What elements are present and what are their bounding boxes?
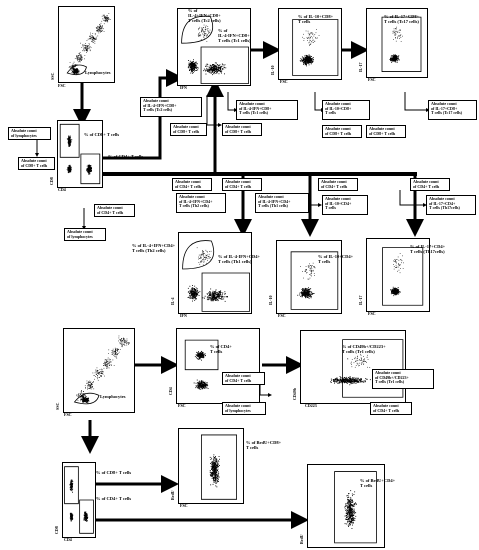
scatter	[290, 251, 339, 310]
axis-il17-b: IL-17	[358, 295, 363, 305]
axis-ifn: IFN	[180, 85, 187, 90]
axis-il4-b: IL-4	[170, 297, 175, 305]
axis-cd8-2: CD8	[54, 526, 59, 534]
box-abs-lymph-1: Absolute count of lymphocytes	[8, 127, 51, 140]
axis-cd49b: CD49b	[292, 387, 297, 400]
axis-cd4-y: CD4	[168, 387, 173, 395]
box-abs-cd8-tc17: Absolute count of IL-17+CD8+ T cells (Tc…	[428, 100, 477, 120]
label-pct-brdu-cd8: % of BrdU+CD8+ T cells	[246, 440, 282, 451]
box-abs-cd4-tr1: Absolute count of CD4+ T cells	[370, 402, 412, 415]
box-abs-cd8-il10: Absolute count of IL-10+CD8+ T cells	[322, 100, 370, 120]
box-abs-cd4-a: Absolute count of CD4+ T cells	[172, 178, 212, 191]
box-abs-cd8-tc2: Absolute count of IL-4+IFN+CD8+ T cells …	[140, 97, 202, 117]
box-abs-cd8-d: Absolute count of CD8+ T cells	[366, 125, 406, 138]
label-cd4-il4ifn: % of IL-4+IFN+CD4+ T cells (Th2 cells)	[132, 243, 176, 254]
axis-fsc-4: FSC	[368, 77, 376, 82]
label-cd4-il4neg: % of IL-4-IFN+CD4+ T cells (Th1 cells)	[218, 254, 261, 265]
label-lymphocytes-2: Lymphocytes	[100, 394, 126, 399]
label-cd4-il10: % of IL-10+CD4+ T cells	[318, 254, 354, 265]
axis-fsc-cd4: FSC	[178, 403, 186, 408]
axis-cd4-2: CD4	[64, 537, 72, 542]
axis-cd4: CD4	[58, 187, 66, 192]
axis-fsc-2: FSC	[64, 412, 72, 417]
axis-il17: IL-17	[358, 62, 363, 72]
label-pct-cd4-tcells: % of CD4+ T cells	[210, 344, 232, 355]
axis-ssc: SSC	[50, 72, 55, 80]
plot-cd4-il4-ifn	[178, 232, 252, 314]
scatter	[64, 466, 94, 534]
box-abs-cd8-c: Absolute count of CD8+ T cells	[322, 125, 362, 138]
label-cd8-il4ifn: % of IL-4+IFN+CD8+ T cells (Tc2 cells)	[188, 8, 221, 24]
box-abs-cd8-a: Absolute count of CD8+ T cells	[170, 123, 207, 136]
box-abs-cd8-1: Absolute count of CD8+ T cells	[18, 157, 55, 170]
axis-cd223: CD223	[305, 403, 317, 408]
scatter	[66, 13, 111, 76]
box-abs-cd4-c: Absolute count of CD4+ T cells	[318, 178, 358, 191]
axis-brdu: BrdU	[170, 490, 175, 500]
box-abs-cd4-main: Absolute count of CD4+ T cells	[94, 204, 135, 217]
box-abs-lymph-2: Absolute count of lymphocytes	[222, 402, 266, 415]
axis-fsc-3: FSC	[280, 79, 288, 84]
plot-cd8-il17	[366, 8, 428, 78]
axis-il4: IL-4	[169, 72, 174, 80]
box-abs-cd4-th17: Absolute count of IL-17+CD4+ T cells (Th…	[426, 195, 476, 215]
scatter	[184, 339, 219, 390]
arrow-to-cd8-panel	[102, 69, 184, 160]
plot-lymphocyte-gate	[58, 6, 115, 83]
axis-brdu-2: BrdU	[299, 534, 304, 544]
scatter	[182, 240, 250, 312]
plot-brdu-cd4	[307, 464, 385, 548]
plot-cd4-il10	[276, 240, 342, 314]
label-pct-brdu-cd4: % of BrdU+CD4+ T cells	[360, 478, 396, 489]
axis-cd8: CD8	[49, 177, 54, 185]
scatter	[181, 15, 249, 84]
plot-cd8-cd4	[57, 120, 103, 188]
axis-fsc-brdu: FSC	[180, 503, 188, 508]
axis-ssc-2: SSC	[55, 402, 60, 410]
axis-ifn-b: IFN	[180, 313, 187, 318]
axis-fsc-b3: FSC	[278, 313, 286, 318]
plot-lymphocyte-gate-2	[63, 328, 135, 413]
axis-il10-b: IL-10	[268, 295, 273, 305]
plot-cd8-cd4-2	[62, 462, 96, 538]
plot-cd8-il4-ifn	[177, 8, 251, 86]
scatter	[73, 335, 130, 405]
plot-brdu-cd8	[178, 428, 244, 504]
label-pct-cd8-b: % of CD8+ T cells	[96, 470, 132, 475]
box-abs-cd4-d: Absolute count of CD4+ T cells	[410, 178, 450, 191]
label-pct-cd49b: % of CD49b+/CD223+ T cells (Tr1 cells)	[342, 344, 386, 355]
scatter	[382, 247, 424, 306]
box-abs-cd8-tc1: Absolute count of IL-4-IFN+CD8+ T cells …	[236, 100, 298, 120]
box-abs-lymph-main: Absolute count of lymphocytes	[64, 228, 106, 241]
label-cd4-il17: % of IL-17+CD4+ T cells (Th17cells)	[410, 244, 446, 255]
scatter	[201, 434, 237, 500]
axis-il10: IL-10	[270, 65, 275, 75]
label-cd8-il17: % of IL-17+CD8+ T cells (Tc17 cells)	[384, 14, 420, 25]
scatter	[334, 471, 377, 544]
label-lymphocytes: Lymphocytes	[85, 70, 111, 75]
axis-fsc-b4: FSC	[368, 311, 376, 316]
scatter	[381, 16, 422, 72]
plot-cd49b-cd223	[300, 330, 406, 404]
scatter	[292, 19, 339, 76]
plot-cd4-gate	[176, 328, 260, 404]
label-pct-cd8: % of CD8+ T cells	[84, 132, 120, 137]
plot-cd8-il10	[278, 8, 342, 80]
box-abs-cd4-il10: Absolute count of IL-10+CD4+ T cells	[322, 195, 368, 215]
label-pct-cd4-b: % of CD4+ T cells	[96, 496, 132, 501]
scatter	[330, 339, 404, 398]
box-abs-cd4-th2: Absolute count of IL-4+IFN+CD4+ T cells …	[176, 193, 226, 213]
box-abs-cd4-tcells: Absolute count of CD4+ T cells	[222, 372, 265, 385]
main-horizontal-bar	[95, 172, 417, 176]
label-cd8-il10: % of IL-10+CD8+ T cells	[298, 14, 334, 25]
box-abs-cd49b: Absolute count of CD49b+/CD223+ T cells …	[372, 369, 434, 389]
label-cd8-il4neg: % of IL-4-IFN+CD8+ T cells (Tc1 cells)	[218, 28, 251, 44]
plot-cd4-il17	[366, 238, 430, 312]
axis-fsc: FSC	[58, 83, 66, 88]
box-abs-cd8-b: Absolute count of CD8+ T cells	[222, 123, 262, 136]
box-abs-cd4-th1: Absolute count of IL-4-IFN+CD4+ T cells …	[255, 193, 309, 213]
box-abs-cd4-b: Absolute count of CD4+ T cells	[222, 178, 262, 191]
label-pct-cd4: % of CD4+ T cells	[108, 154, 144, 159]
scatter	[59, 123, 101, 185]
